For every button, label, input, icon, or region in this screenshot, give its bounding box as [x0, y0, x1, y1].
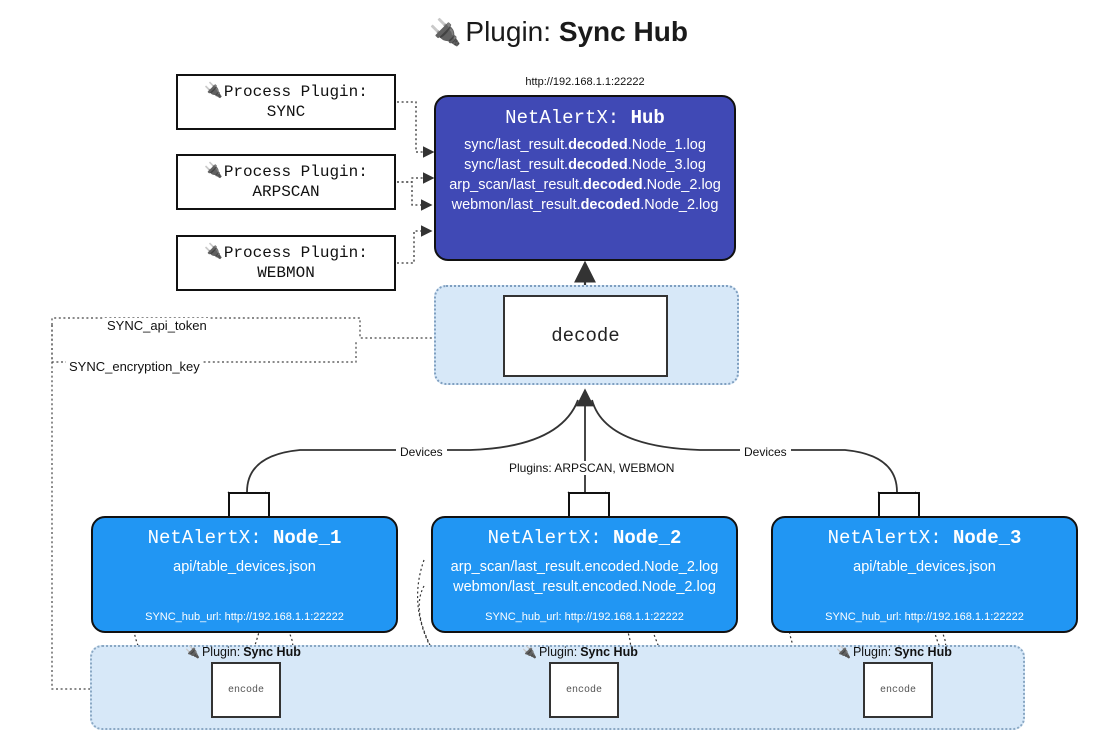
plug-icon: 🔌 [204, 243, 223, 261]
process-plugin-label: Process Plugin: [223, 244, 368, 262]
process-plugin-sync[interactable]: 🔌Process Plugin: SYNC [176, 74, 396, 130]
node-hub-url: SYNC_hub_url: http://192.168.1.1:22222 [825, 611, 1024, 623]
node-line-list: api/table_devices.json [93, 559, 396, 575]
hub-log-list: sync/last_result.decoded.Node_1.log sync… [436, 137, 734, 213]
hub-header-name: Hub [630, 107, 665, 129]
process-plugin-name: ARPSCAN [252, 183, 320, 201]
encode-plugin-label: 🔌Plugin:Sync Hub [185, 645, 301, 659]
node-2[interactable]: NetAlertX: Node_2 arp_scan/last_result.e… [431, 516, 738, 633]
sync-api-token-label: SYNC_api_token [104, 318, 210, 333]
page-title: 🔌Plugin: Sync Hub [0, 16, 1117, 48]
node-hub-url: SYNC_hub_url: http://192.168.1.1:22222 [485, 611, 684, 623]
node-header: NetAlertX: Node_1 [147, 527, 342, 549]
hub-log-item: sync/last_result.decoded.Node_1.log [464, 137, 706, 153]
process-plugin-label: Process Plugin: [223, 163, 368, 181]
process-plugin-arpscan[interactable]: 🔌Process Plugin: ARPSCAN [176, 154, 396, 210]
process-plugin-webmon[interactable]: 🔌Process Plugin: WEBMON [176, 235, 396, 291]
node-3[interactable]: NetAlertX: Node_3 api/table_devices.json… [771, 516, 1078, 633]
edge-label-devices-left: Devices [396, 445, 447, 459]
page-title-name: Sync Hub [558, 16, 688, 47]
page-title-lead: Plugin: [465, 16, 559, 47]
node-line: webmon/last_result.encoded.Node_2.log [453, 579, 716, 595]
hub-log-item: sync/last_result.decoded.Node_3.log [464, 157, 706, 173]
hub-header: NetAlertX: Hub [505, 107, 665, 129]
node-1[interactable]: NetAlertX: Node_1 api/table_devices.json… [91, 516, 398, 633]
encode-box-node-1[interactable]: encode [211, 662, 281, 718]
sync-encryption-key-label: SYNC_encryption_key [66, 359, 203, 374]
process-plugin-name: WEBMON [257, 264, 315, 282]
hub-header-prefix: NetAlertX: [505, 107, 631, 129]
hub-log-item: webmon/last_result.decoded.Node_2.log [451, 197, 719, 213]
plug-icon: 🔌 [429, 17, 462, 47]
node-header: NetAlertX: Node_3 [827, 527, 1022, 549]
node-line: api/table_devices.json [173, 559, 316, 575]
plug-icon: 🔌 [185, 645, 200, 659]
encode-plugin-label: 🔌Plugin:Sync Hub [836, 645, 952, 659]
node-line-list: api/table_devices.json [773, 559, 1076, 575]
edge-label-plugins: Plugins: ARPSCAN, WEBMON [505, 461, 679, 475]
hub-node[interactable]: NetAlertX: Hub sync/last_result.decoded.… [434, 95, 736, 261]
encode-box-node-3[interactable]: encode [863, 662, 933, 718]
node-header: NetAlertX: Node_2 [487, 527, 682, 549]
hub-url-label: http://192.168.1.1:22222 [525, 76, 645, 88]
process-plugin-label: Process Plugin: [223, 83, 368, 101]
decode-box[interactable]: decode [503, 295, 668, 377]
encode-box-node-2[interactable]: encode [549, 662, 619, 718]
node-line: api/table_devices.json [853, 559, 996, 575]
edge-label-devices-right: Devices [740, 445, 791, 459]
node-line: arp_scan/last_result.encoded.Node_2.log [450, 559, 719, 575]
plug-icon: 🔌 [204, 82, 223, 100]
hub-log-item: arp_scan/last_result.decoded.Node_2.log [449, 177, 721, 193]
node-line-list: arp_scan/last_result.encoded.Node_2.log … [433, 559, 736, 595]
plug-icon: 🔌 [836, 645, 851, 659]
process-plugin-name: SYNC [266, 103, 306, 121]
plug-icon: 🔌 [522, 645, 537, 659]
node-hub-url: SYNC_hub_url: http://192.168.1.1:22222 [145, 611, 344, 623]
encode-plugin-label: 🔌Plugin:Sync Hub [522, 645, 638, 659]
plug-icon: 🔌 [204, 162, 223, 180]
